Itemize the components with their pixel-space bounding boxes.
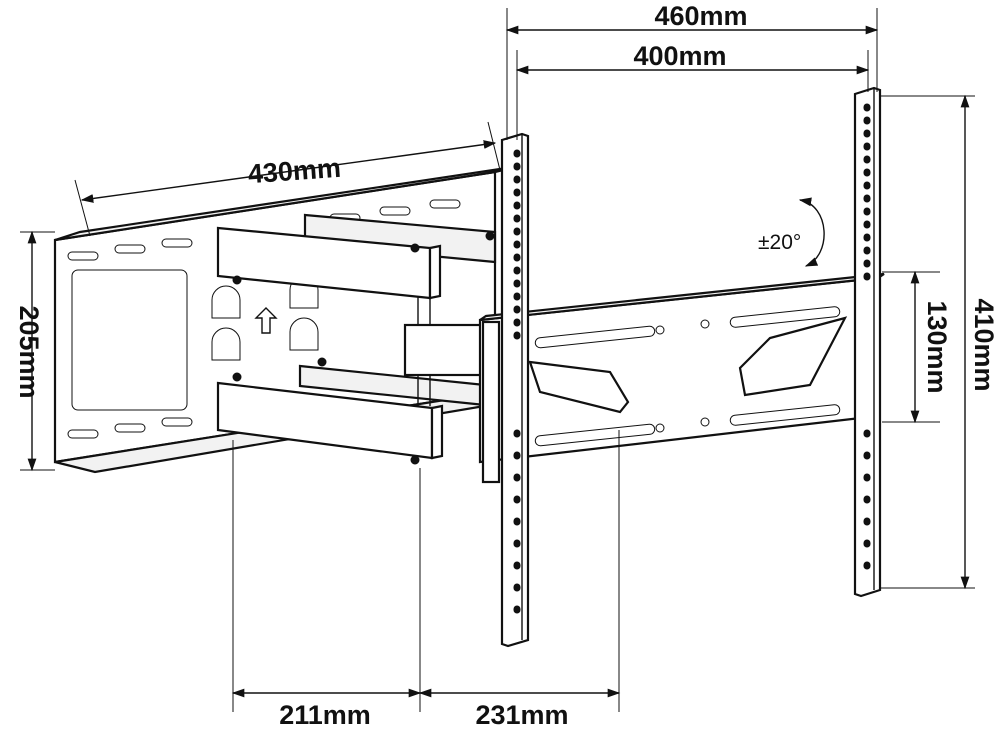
left-vesa-rail [500, 132, 530, 648]
rail-hole [863, 246, 871, 255]
tilt-angle-label: ±20° [758, 231, 801, 254]
rail-hole [863, 116, 871, 125]
arm-extension-label: 430mm [247, 153, 342, 189]
rail-hole [863, 429, 871, 438]
rail-hole [863, 561, 871, 570]
rail-hole [863, 168, 871, 177]
rail-hole [513, 214, 521, 223]
rail-hole [513, 473, 521, 482]
arm-segment-2-label: 231mm [475, 700, 568, 730]
bracket-height-label: 130mm [922, 300, 952, 393]
rail-hole [863, 272, 871, 281]
articulating-arms [216, 213, 507, 465]
rail-hole [863, 473, 871, 482]
rail-hole [513, 253, 521, 262]
arm-segment-1-label: 211mm [279, 700, 371, 730]
rail-hole [513, 162, 521, 171]
rail-hole [513, 188, 521, 197]
tilt-bracket [478, 272, 885, 484]
wall-plate-height-label: 205mm [14, 305, 44, 398]
rail-hole [863, 129, 871, 138]
rail-hole [863, 207, 871, 216]
rail-hole [863, 539, 871, 548]
rail-hole [863, 194, 871, 203]
rail-hole [513, 495, 521, 504]
up-arrow-icon [254, 307, 278, 334]
rail-hole [513, 292, 521, 301]
rail-hole [863, 142, 871, 151]
rail-hole [513, 605, 521, 614]
rail-hole [513, 583, 521, 592]
rail-hole [863, 181, 871, 190]
rail-hole [863, 220, 871, 229]
rail-hole [863, 495, 871, 504]
overall-width-label: 460mm [654, 1, 747, 31]
rail-hole [863, 155, 871, 164]
rail-hole [863, 103, 871, 112]
rail-hole [513, 227, 521, 236]
tilt-rotation-icon [798, 197, 825, 267]
right-vesa-rail [853, 86, 882, 598]
rail-hole [513, 175, 521, 184]
rail-hole [513, 539, 521, 548]
rail-hole [513, 240, 521, 249]
rail-hole [863, 451, 871, 460]
rail-hole [863, 233, 871, 242]
rail-hole [513, 305, 521, 314]
dimension-lines [20, 8, 975, 712]
rail-hole [513, 149, 521, 158]
rail-hole [513, 429, 521, 438]
rail-hole [513, 279, 521, 288]
rail-hole [513, 451, 521, 460]
vesa-width-label: 400mm [633, 41, 726, 71]
rail-hole [513, 318, 521, 327]
rail-hole [863, 517, 871, 526]
rail-hole [513, 201, 521, 210]
rail-hole [513, 561, 521, 570]
wall-plate-cutout [71, 269, 188, 411]
rail-hole [513, 517, 521, 526]
rail-hole [513, 266, 521, 275]
rail-hole [863, 259, 871, 268]
rail-hole [513, 331, 521, 340]
vesa-height-label: 410mm [969, 298, 995, 391]
